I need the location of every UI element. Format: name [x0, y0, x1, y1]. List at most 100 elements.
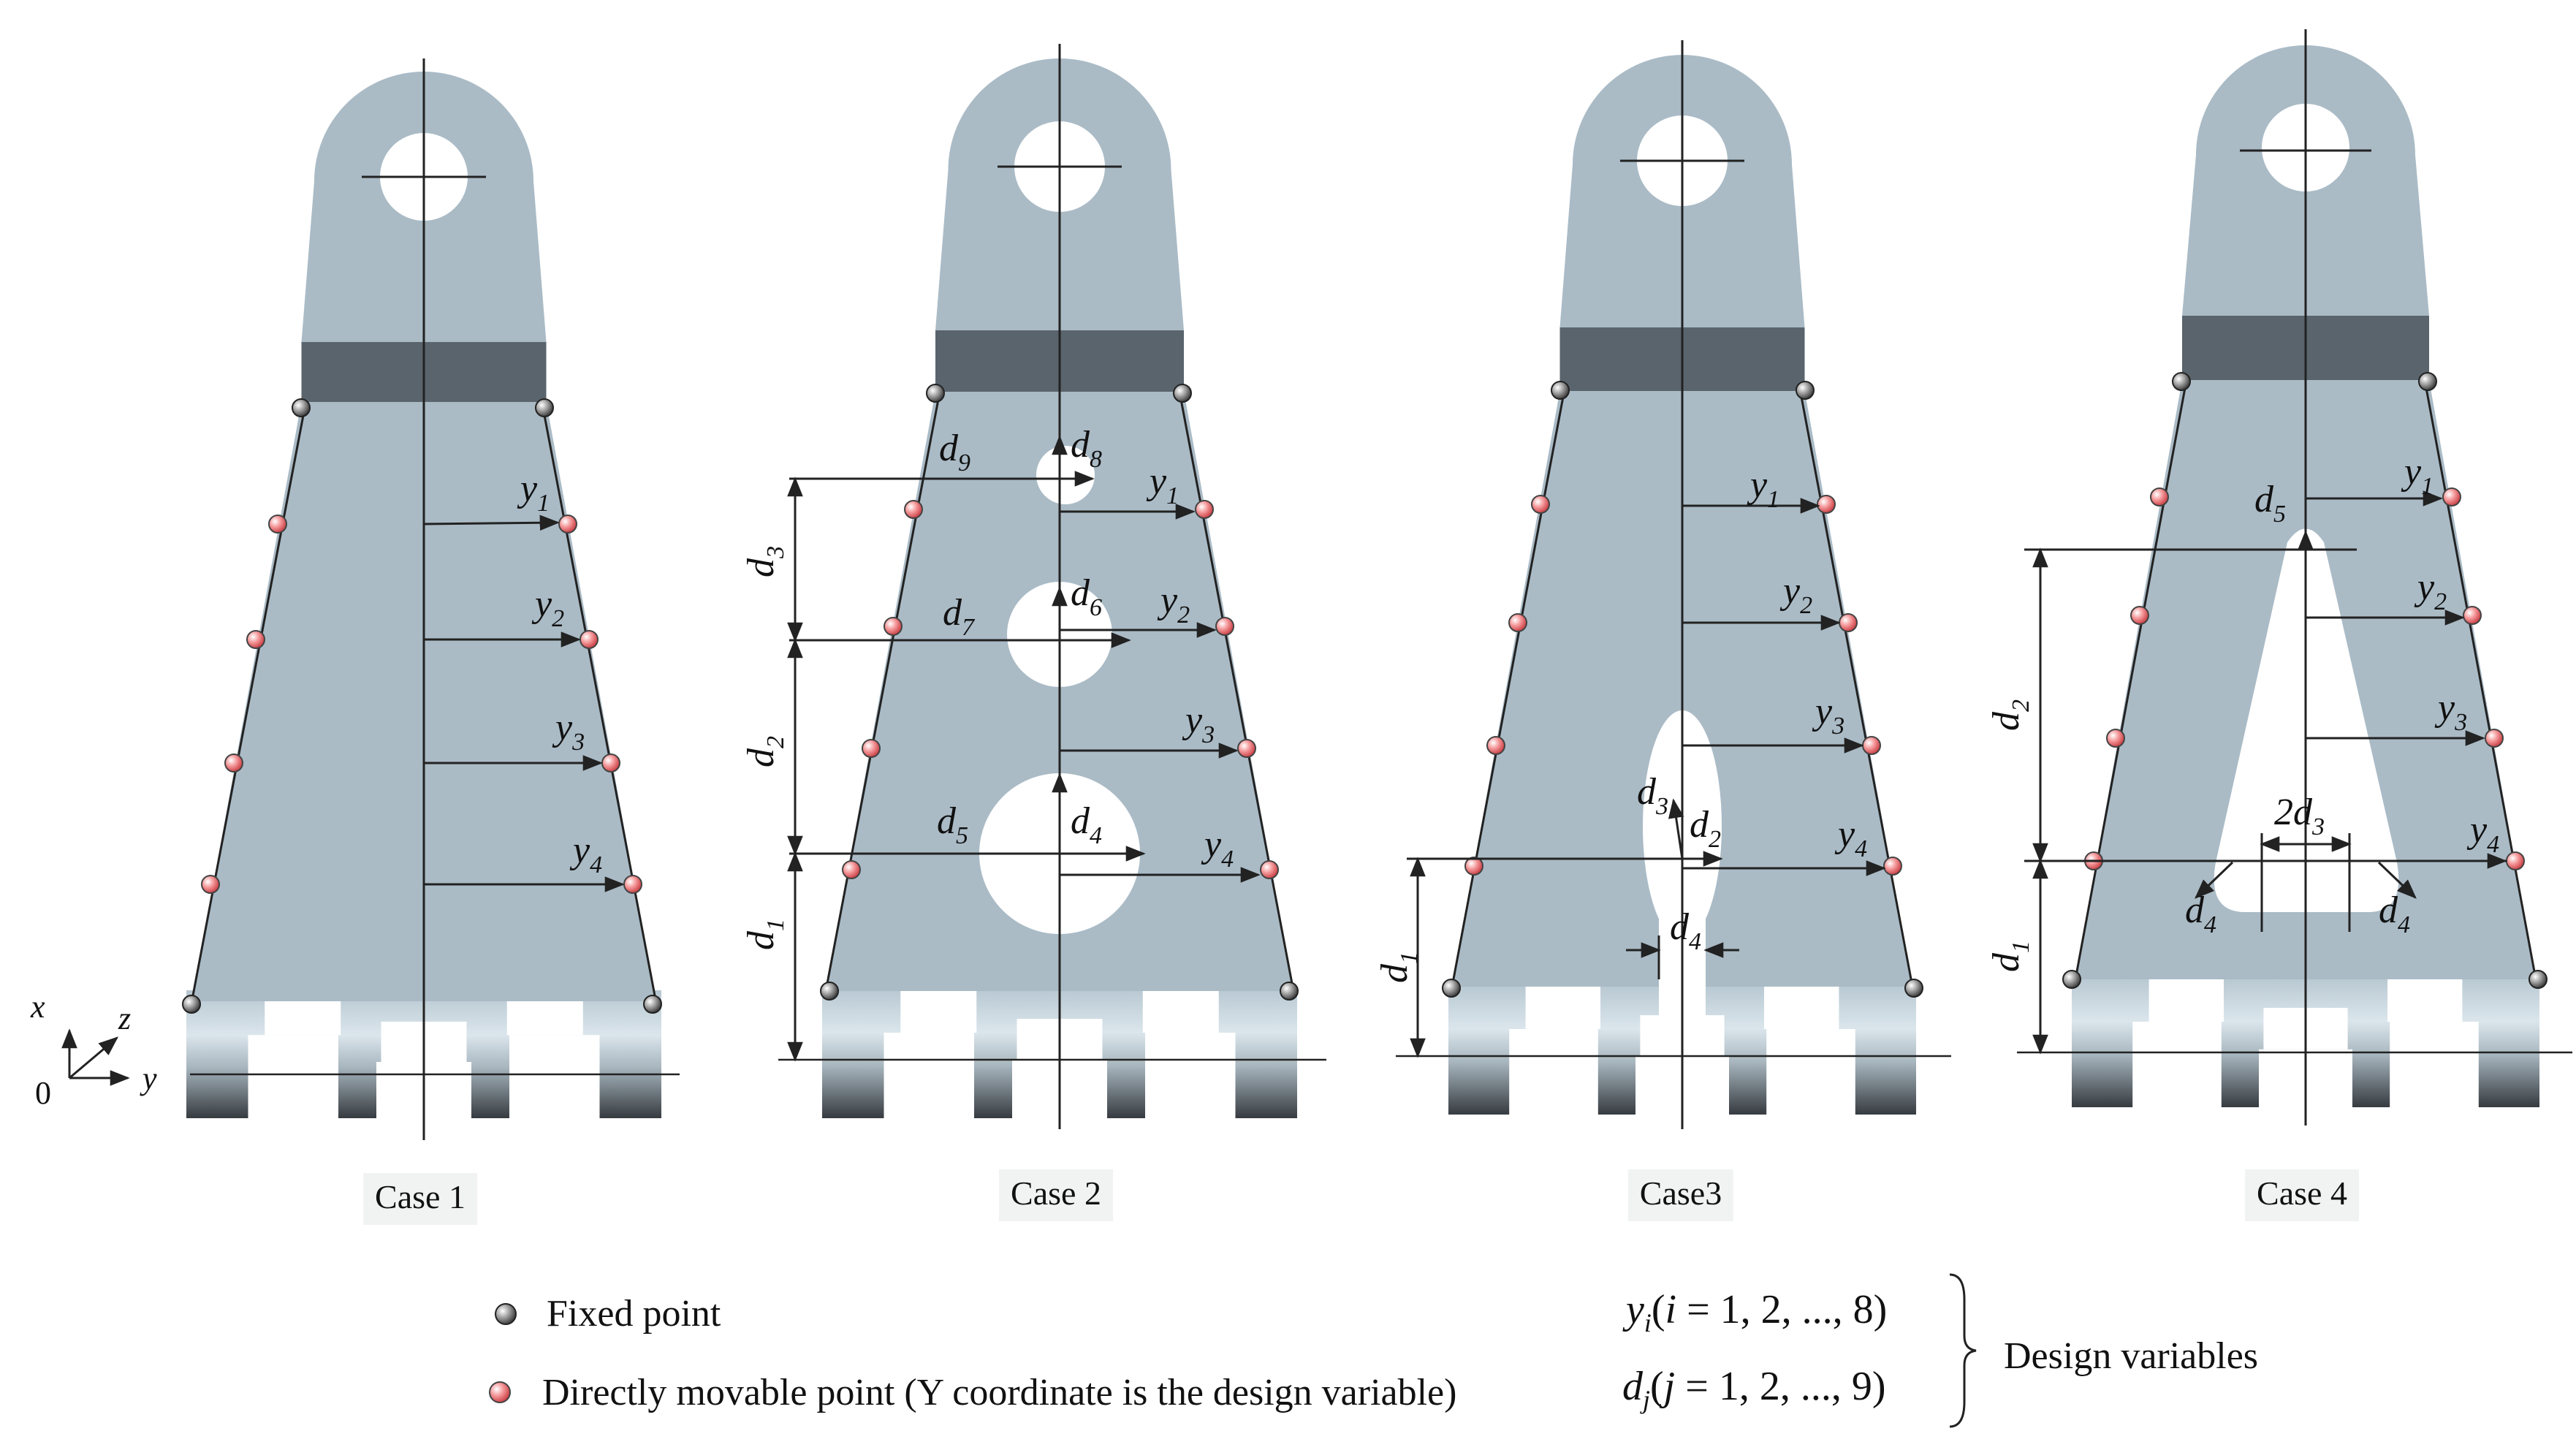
fixed-point [1280, 982, 1299, 1001]
movable-point [558, 515, 577, 534]
movable-point [1817, 495, 1836, 514]
var-d-index: j [1663, 1364, 1676, 1409]
movable-point [2485, 729, 2504, 748]
d6-label: d6 [1071, 572, 1102, 621]
right-edge [1799, 390, 1914, 987]
d3-label: d3 [1637, 771, 1668, 820]
d3-arrow [1668, 798, 1684, 859]
var-y-open: ( [1651, 1287, 1665, 1332]
movable-point [904, 500, 923, 519]
right-edge [1178, 391, 1295, 992]
movable-point [2463, 606, 2482, 625]
fixed-point [2528, 970, 2547, 989]
d9-label: d9 [939, 428, 970, 477]
movable-point [1464, 857, 1483, 876]
var-d-letter: d [1622, 1364, 1643, 1409]
d2-label: d2 [1690, 804, 1721, 853]
d4-label: d4 [1670, 906, 1701, 955]
movable-point [842, 860, 861, 879]
y3-label: y3 [1812, 691, 1844, 740]
foot-gap [1509, 1029, 1598, 1115]
legend-var-y: yi(i = 1, 2, ..., 8) [1626, 1286, 1887, 1338]
movable-point [1237, 739, 1256, 758]
fixed-point [182, 995, 201, 1014]
y1-label: y1 [2401, 451, 2433, 500]
axis-z-label: z [118, 1001, 131, 1036]
y3-label: y3 [552, 707, 585, 756]
movable-point [1883, 857, 1902, 876]
fixed-point [535, 398, 554, 417]
d8-label: d8 [1071, 424, 1102, 473]
y1-label: y1 [517, 468, 550, 517]
movable-point [2442, 487, 2461, 506]
d4-right-arrow [2377, 861, 2417, 899]
right-edge [541, 401, 657, 1002]
fixed-point [1442, 979, 1461, 998]
right-edge [2423, 379, 2537, 980]
movable-point [580, 630, 599, 649]
axis-x-label: x [30, 989, 45, 1025]
axis-origin-label: 0 [35, 1075, 51, 1111]
d2-label: d2 [740, 736, 789, 767]
d7-label: d7 [943, 592, 976, 641]
axes-triad: x z y 0 [30, 989, 157, 1111]
foot-slot [2148, 976, 2224, 1022]
y2-label: y2 [1779, 570, 1812, 619]
two-d3-label: 2d3 [2274, 792, 2325, 840]
foot-slot [1142, 987, 1219, 1033]
y2-label: y2 [2414, 566, 2447, 615]
legend-brace [1949, 1273, 1977, 1428]
legend-movable-point-text: Directly movable point (Y coordinate is … [542, 1372, 1457, 1413]
legend-fixed-point-text: Fixed point [547, 1293, 721, 1335]
fixed-point [1551, 381, 1570, 400]
y1-arrow [423, 515, 560, 531]
fixed-point [2418, 372, 2437, 391]
d5-label: d5 [2254, 479, 2286, 528]
fixed-point [1904, 979, 1923, 998]
var-y-letter: y [1626, 1287, 1644, 1332]
movable-point [1531, 495, 1550, 514]
movable-point [246, 630, 265, 649]
d1-label: d1 [740, 919, 789, 950]
d4-label: d4 [1071, 800, 1102, 849]
legend-fixed-point-icon [495, 1303, 517, 1325]
foot-gap [2132, 1022, 2222, 1107]
foot-gap [1145, 1033, 1236, 1118]
d3-label: d3 [740, 546, 789, 577]
fixed-point [2172, 372, 2191, 391]
foot-gap [2390, 1022, 2479, 1107]
movable-point [2506, 851, 2525, 870]
case-2-label: Case 2 [999, 1169, 1113, 1221]
d4-left-label: d4 [2185, 889, 2216, 938]
d2-label: d2 [1986, 699, 2034, 731]
foot-gap [1766, 1029, 1855, 1115]
fixed-point [292, 398, 311, 417]
legend-movable-point-icon [489, 1381, 511, 1403]
movable-point [1839, 613, 1858, 632]
movable-point [1862, 736, 1881, 755]
y4-label: y4 [1834, 813, 1867, 862]
fixed-point [1796, 381, 1815, 400]
fixed-point [2062, 970, 2081, 989]
y2-label: y2 [1157, 580, 1190, 629]
axis-y-label: y [140, 1060, 157, 1096]
var-y-rest: = 1, 2, ..., 8) [1676, 1287, 1888, 1332]
design-variables-label: Design variables [2004, 1335, 2259, 1377]
movable-point [268, 515, 287, 534]
y1-label: y1 [1146, 460, 1179, 509]
left-edge [1451, 390, 1565, 987]
movable-point [2150, 487, 2169, 506]
foot-slot [2387, 976, 2463, 1022]
fixed-point [926, 384, 945, 403]
d4-right-label: d4 [2379, 889, 2410, 938]
movable-point [201, 875, 220, 894]
y4-label: y4 [569, 830, 602, 878]
legend-var-d: dj(j = 1, 2, ..., 9) [1622, 1363, 1885, 1415]
movable-point [1260, 860, 1279, 879]
movable-point [884, 617, 903, 636]
